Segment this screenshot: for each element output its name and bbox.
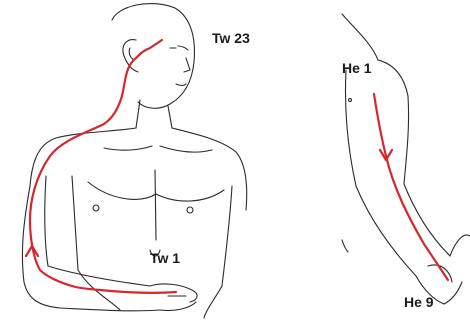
- label-tw1: Tw 1: [150, 250, 180, 266]
- side-figure-outline: [342, 14, 470, 304]
- label-tw23: Tw 23: [212, 30, 250, 46]
- heart-meridian-line: [374, 94, 448, 280]
- triple-warmer-direction-arrow: [26, 246, 38, 256]
- label-he9: He 9: [404, 294, 434, 310]
- label-he1: He 1: [342, 60, 372, 76]
- front-figure-outline: [22, 4, 246, 318]
